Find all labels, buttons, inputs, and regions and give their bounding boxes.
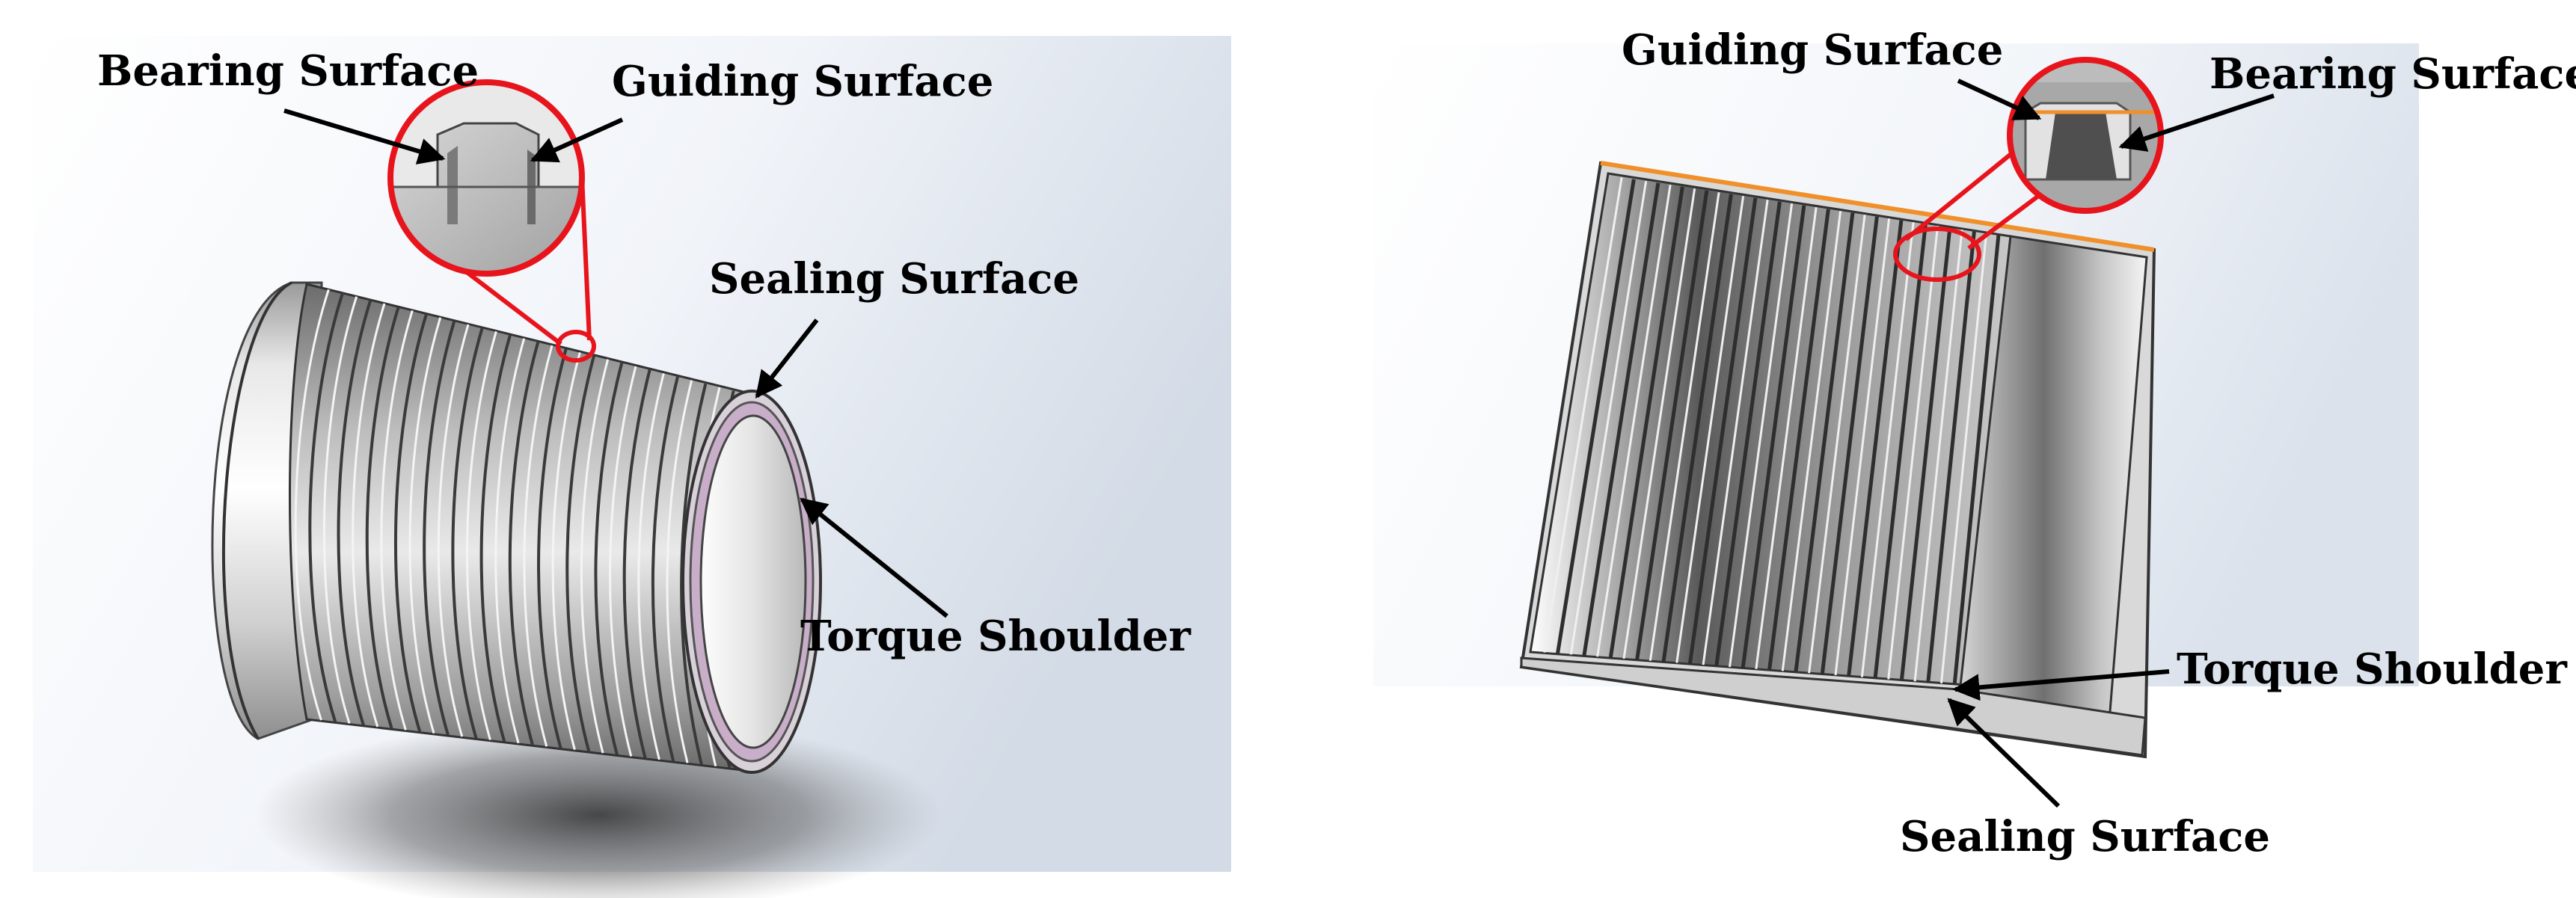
thread-flank <box>1860 222 1915 677</box>
thread-flank <box>1649 192 1720 661</box>
thread-flank <box>1661 194 1733 662</box>
thread-crest <box>437 324 470 737</box>
thread-flank <box>1675 196 1745 663</box>
thread-crest <box>337 299 372 726</box>
thread-flank <box>1781 211 1842 671</box>
thread-flank <box>1755 207 1818 669</box>
thread-crest <box>666 380 693 763</box>
thread-flank <box>1767 209 1830 671</box>
thread-crest <box>580 359 610 754</box>
thread-flank <box>1952 235 2001 685</box>
thread-crest <box>294 289 330 721</box>
thread-crest <box>609 366 637 757</box>
pipe-bore <box>699 414 807 749</box>
thread-crest <box>523 345 553 747</box>
label-sealing-surface: Sealing Surface <box>709 254 1079 304</box>
label-guiding-surface: Guiding Surface <box>1622 25 2003 75</box>
thread-crest <box>637 372 665 760</box>
pointer-arrow-torque <box>800 497 948 618</box>
thread-flank <box>1899 227 1952 681</box>
thread-flank <box>1926 231 1976 683</box>
thread-flank <box>1687 197 1758 665</box>
zoom-callout-circle <box>387 79 585 277</box>
label-torque-shoulder: Torque Shoulder <box>2177 645 2568 694</box>
thread-crest <box>479 334 512 742</box>
thread-flank <box>1939 233 1988 684</box>
internal-thread-lines <box>1543 177 2001 685</box>
section-wall-bottom <box>1520 656 2147 757</box>
thread-flank <box>1808 215 1866 674</box>
thread-flank <box>1569 181 1648 655</box>
thread-crest <box>352 303 386 728</box>
cut-edge-highlight <box>1600 161 2155 252</box>
label-bearing-surface: Bearing Surface <box>97 46 479 96</box>
external-thread-lines <box>294 289 735 769</box>
thread-crest <box>565 355 595 752</box>
thread-flank <box>1635 190 1709 660</box>
thread-flank <box>1847 220 1904 677</box>
pointer-arrow-torque <box>1952 669 2170 701</box>
label-guiding-surface: Guiding Surface <box>612 57 993 106</box>
thread-flank <box>1913 230 1963 682</box>
thread-flank <box>1873 224 1928 679</box>
thread-crest <box>651 376 679 762</box>
zoom-connector-line <box>580 176 592 341</box>
panel-external-view: Bearing Surface Guiding Surface Sealing … <box>33 36 1231 898</box>
thread-flank <box>1714 201 1782 666</box>
pointer-arrow-sealing <box>1947 698 2061 808</box>
zoom-detail <box>2010 60 2161 211</box>
pointer-arrow-sealing <box>755 319 819 399</box>
thread-crest <box>393 313 428 733</box>
thread-flank <box>1622 188 1696 659</box>
thread-flank <box>1794 212 1855 673</box>
label-bearing-surface: Bearing Surface <box>2209 49 2576 99</box>
zoom-callout-circle-small <box>1893 227 1981 282</box>
thread-crest <box>380 310 414 731</box>
thread-crest <box>423 320 456 736</box>
thread-flank <box>1834 218 1891 676</box>
thread-crest <box>622 369 651 759</box>
thread-flank <box>1596 185 1672 657</box>
thread-crest <box>365 307 400 729</box>
thread-crest <box>551 351 581 751</box>
thread-flank <box>1582 182 1660 656</box>
thread-crest <box>594 362 624 755</box>
thread-crest <box>508 341 540 745</box>
thread-crest <box>322 296 358 724</box>
pipe-left-edge <box>222 281 292 740</box>
section-thread-region <box>1529 172 2012 686</box>
zoom-connector-line <box>1904 147 2018 242</box>
thread-flank <box>1728 203 1794 668</box>
panel-section-view: Guiding Surface Bearing Surface Torque S… <box>1373 25 2576 861</box>
pointer-arrow-bearing <box>2118 93 2275 152</box>
thread-flank <box>1543 177 1623 653</box>
pointer-arrow-guiding <box>1957 79 2042 120</box>
thread-flank <box>1608 186 1684 658</box>
thread-flank <box>1820 216 1879 674</box>
thread-crest <box>494 338 526 744</box>
label-torque-shoulder: Torque Shoulder <box>800 612 1192 661</box>
thread-crest <box>537 348 568 749</box>
zoom-callout-circle-small <box>556 330 596 363</box>
thread-flank <box>1702 200 1769 665</box>
thread-flank <box>1887 226 1939 680</box>
thread-flank <box>1741 205 1806 668</box>
label-sealing-surface: Sealing Surface <box>1900 812 2270 861</box>
thread-crest <box>465 330 497 740</box>
pointer-arrow-bearing <box>283 108 446 164</box>
zoom-connector-line <box>1967 192 2042 250</box>
thread-crest <box>308 292 344 722</box>
thread-flank <box>1556 179 1636 654</box>
thread-crest <box>408 317 442 734</box>
thread-crest <box>451 327 484 739</box>
pointer-arrow-guiding <box>530 117 624 163</box>
